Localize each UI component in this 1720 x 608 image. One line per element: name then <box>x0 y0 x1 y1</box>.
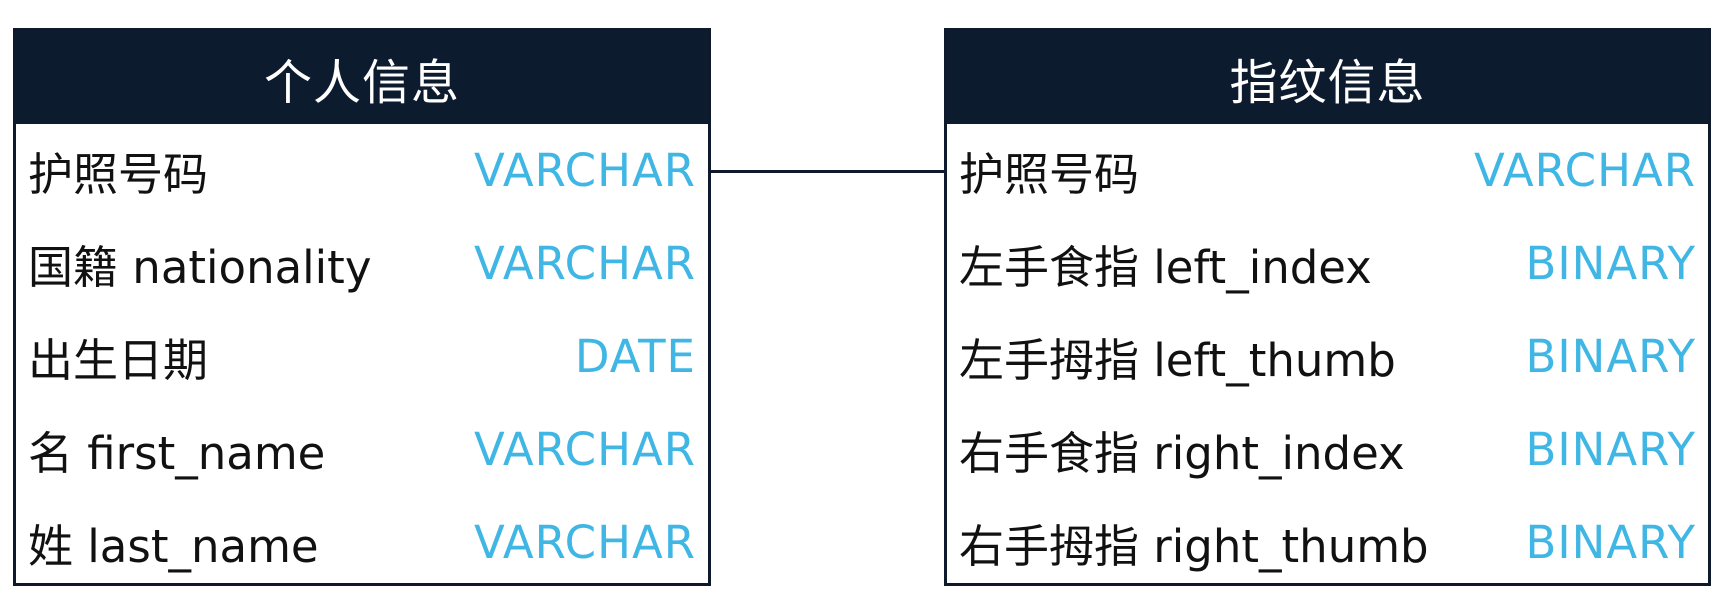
entity-row: 左手食指 left_index BINARY <box>947 217 1708 310</box>
field-name: 姓 last_name <box>28 520 319 573</box>
field-type: VARCHAR <box>473 237 696 290</box>
field-name: 出生日期 <box>28 334 209 387</box>
field-name: 左手拇指 left_thumb <box>959 334 1396 387</box>
field-name: 右手拇指 right_thumb <box>959 520 1429 573</box>
entity-title: 个人信息 <box>16 31 708 124</box>
entity-title: 指纹信息 <box>947 31 1708 124</box>
field-name: 护照号码 <box>28 148 209 201</box>
field-type: BINARY <box>1525 423 1696 476</box>
field-name: 右手食指 right_index <box>959 427 1405 480</box>
entity-row: 国籍 nationality VARCHAR <box>16 217 708 310</box>
entity-row: 护照号码 VARCHAR <box>16 124 708 217</box>
entity-row: 名 first_name VARCHAR <box>16 403 708 496</box>
entity-fingerprint-info: 指纹信息 护照号码 VARCHAR 左手食指 left_index BINARY… <box>944 28 1711 586</box>
field-name: 国籍 nationality <box>28 241 372 294</box>
field-type: BINARY <box>1525 516 1696 569</box>
entity-personal-info: 个人信息 护照号码 VARCHAR 国籍 nationality VARCHAR… <box>13 28 711 586</box>
entity-row: 右手拇指 right_thumb BINARY <box>947 496 1708 589</box>
field-type: VARCHAR <box>473 516 696 569</box>
field-type: BINARY <box>1525 237 1696 290</box>
field-type: VARCHAR <box>473 144 696 197</box>
entity-row: 左手拇指 left_thumb BINARY <box>947 310 1708 403</box>
entity-row: 出生日期 DATE <box>16 310 708 403</box>
field-type: VARCHAR <box>473 423 696 476</box>
field-name: 左手食指 left_index <box>959 241 1372 294</box>
field-name: 名 first_name <box>28 427 326 480</box>
field-type: VARCHAR <box>1473 144 1696 197</box>
entity-row: 姓 last_name VARCHAR <box>16 496 708 589</box>
relationship-connector <box>711 170 944 173</box>
entity-row: 护照号码 VARCHAR <box>947 124 1708 217</box>
field-name: 护照号码 <box>959 148 1140 201</box>
field-type: BINARY <box>1525 330 1696 383</box>
field-type: DATE <box>574 330 696 383</box>
entity-row: 右手食指 right_index BINARY <box>947 403 1708 496</box>
